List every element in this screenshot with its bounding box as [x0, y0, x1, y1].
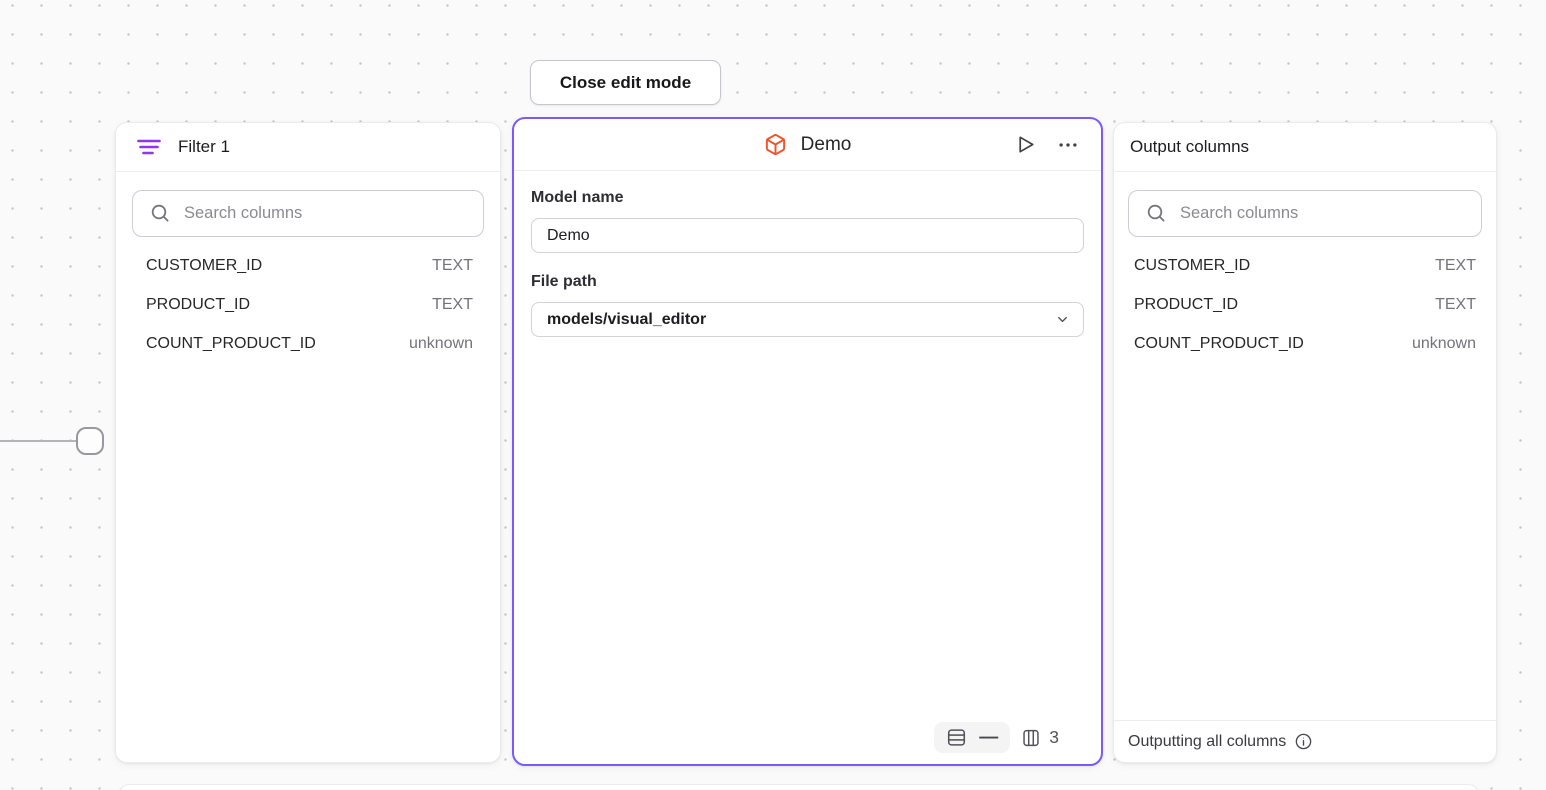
- file-path-select[interactable]: models/visual_editor: [531, 302, 1084, 337]
- model-panel-body: Model name File path models/visual_edito…: [514, 171, 1101, 764]
- column-type: TEXT: [432, 295, 473, 313]
- column-count-value: 3: [1049, 727, 1059, 747]
- output-search-box[interactable]: [1128, 190, 1482, 237]
- column-row[interactable]: COUNT_PRODUCT_ID unknown: [1134, 324, 1476, 363]
- model-title-group: Demo: [764, 133, 852, 156]
- column-name: PRODUCT_ID: [146, 295, 251, 313]
- column-name: COUNT_PRODUCT_ID: [1134, 334, 1304, 352]
- search-icon: [150, 203, 171, 224]
- column-count-indicator: 3: [1022, 727, 1059, 748]
- column-row[interactable]: PRODUCT_ID TEXT: [146, 285, 473, 324]
- output-search-input[interactable]: [1180, 204, 1467, 223]
- output-panel-header[interactable]: Output columns: [1114, 123, 1496, 172]
- model-name-label: Model name: [531, 189, 624, 206]
- close-edit-mode-button[interactable]: Close edit mode: [530, 60, 721, 105]
- column-row[interactable]: CUSTOMER_ID TEXT: [146, 246, 473, 285]
- output-column-list: CUSTOMER_ID TEXT PRODUCT_ID TEXT COUNT_P…: [1128, 246, 1482, 363]
- connection-edge: [0, 440, 78, 442]
- model-header-controls: [1012, 131, 1081, 158]
- file-path-value: models/visual_editor: [547, 310, 707, 328]
- run-model-button[interactable]: [1012, 131, 1039, 158]
- model-panel-title: Demo: [800, 133, 852, 155]
- filter-panel-body: CUSTOMER_ID TEXT PRODUCT_ID TEXT COUNT_P…: [116, 172, 500, 363]
- row-count-value: —: [979, 727, 999, 748]
- column-type: TEXT: [1435, 295, 1476, 313]
- column-type: unknown: [1411, 334, 1476, 352]
- output-panel-footer: Outputting all columns: [1114, 720, 1496, 762]
- filter-panel-title: Filter 1: [178, 137, 230, 156]
- search-icon: [1146, 203, 1167, 224]
- filter-icon: [137, 138, 161, 156]
- column-type: unknown: [408, 334, 473, 352]
- filter-search-input[interactable]: [184, 204, 469, 223]
- filter-search-box[interactable]: [132, 190, 484, 237]
- model-panel-header[interactable]: Demo: [514, 119, 1101, 171]
- chevron-down-icon: [1055, 312, 1070, 327]
- model-node-panel-selected[interactable]: Demo: [512, 117, 1103, 766]
- column-name: PRODUCT_ID: [1134, 295, 1239, 313]
- output-panel-title: Output columns: [1130, 137, 1250, 156]
- file-path-label: File path: [531, 273, 597, 290]
- output-columns-panel[interactable]: Output columns CUSTOMER_ID TEXT PRODU: [1113, 122, 1497, 763]
- info-icon[interactable]: [1294, 732, 1313, 751]
- model-cube-icon: [764, 133, 787, 156]
- connection-handle[interactable]: [76, 427, 104, 455]
- bottom-panel[interactable]: [118, 784, 1480, 790]
- ellipsis-icon: [1057, 134, 1079, 156]
- column-type: TEXT: [432, 256, 473, 274]
- output-footer-text: Outputting all columns: [1128, 732, 1287, 750]
- filter-panel-header[interactable]: Filter 1: [116, 123, 500, 172]
- filter-node-panel[interactable]: Filter 1 CUSTOMER_ID TEXT PRODUCT_ID: [115, 122, 501, 763]
- column-name: CUSTOMER_ID: [1134, 256, 1251, 274]
- table-rows-icon: [946, 728, 967, 747]
- column-name: COUNT_PRODUCT_ID: [146, 334, 316, 352]
- output-panel-body: CUSTOMER_ID TEXT PRODUCT_ID TEXT COUNT_P…: [1114, 172, 1496, 720]
- table-columns-icon: [1022, 728, 1040, 748]
- model-panel-footer: — 3: [531, 722, 1084, 764]
- column-row[interactable]: PRODUCT_ID TEXT: [1134, 285, 1476, 324]
- model-name-input[interactable]: [531, 218, 1084, 253]
- row-count-toggle[interactable]: —: [934, 722, 1011, 753]
- column-row[interactable]: COUNT_PRODUCT_ID unknown: [146, 324, 473, 363]
- column-row[interactable]: CUSTOMER_ID TEXT: [1134, 246, 1476, 285]
- column-type: TEXT: [1435, 256, 1476, 274]
- column-name: CUSTOMER_ID: [146, 256, 263, 274]
- filter-column-list: CUSTOMER_ID TEXT PRODUCT_ID TEXT COUNT_P…: [132, 246, 484, 363]
- more-options-button[interactable]: [1055, 132, 1081, 158]
- play-icon: [1014, 133, 1037, 156]
